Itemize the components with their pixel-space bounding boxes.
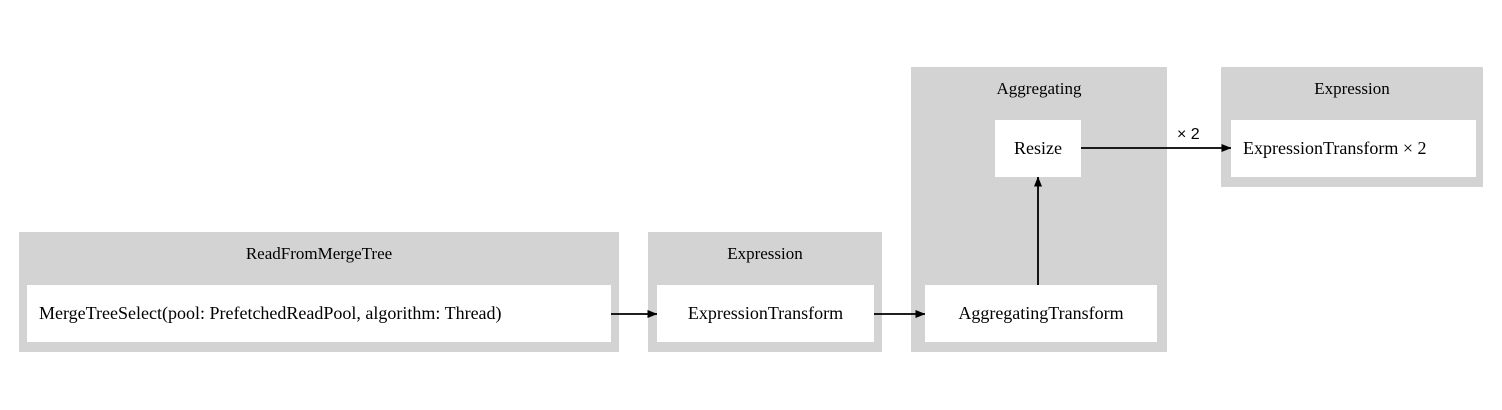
cluster-label-read-from-merge-tree: ReadFromMergeTree xyxy=(245,244,393,263)
cluster-label-expression-1: Expression xyxy=(727,244,803,263)
node-label-merge-tree-select: MergeTreeSelect(pool: PrefetchedReadPool… xyxy=(39,303,502,323)
node-merge-tree-select[interactable]: MergeTreeSelect(pool: PrefetchedReadPool… xyxy=(27,285,611,342)
node-aggregating-transform[interactable]: AggregatingTransform xyxy=(925,285,1157,342)
node-expression-transform-1[interactable]: ExpressionTransform xyxy=(657,285,874,342)
node-label-expression-transform-1: ExpressionTransform xyxy=(687,303,844,323)
node-expression-transform-2[interactable]: ExpressionTransform × 2 xyxy=(1231,120,1476,177)
edge-label-resize-to-expression-transform-2: × 2 xyxy=(1177,126,1200,143)
node-resize[interactable]: Resize xyxy=(995,120,1081,177)
cluster-label-aggregating: Aggregating xyxy=(996,79,1082,98)
cluster-label-expression-2: Expression xyxy=(1314,79,1390,98)
node-label-resize: Resize xyxy=(1014,138,1062,158)
node-label-expression-transform-2: ExpressionTransform × 2 xyxy=(1243,138,1427,158)
node-label-aggregating-transform: AggregatingTransform xyxy=(958,303,1124,323)
